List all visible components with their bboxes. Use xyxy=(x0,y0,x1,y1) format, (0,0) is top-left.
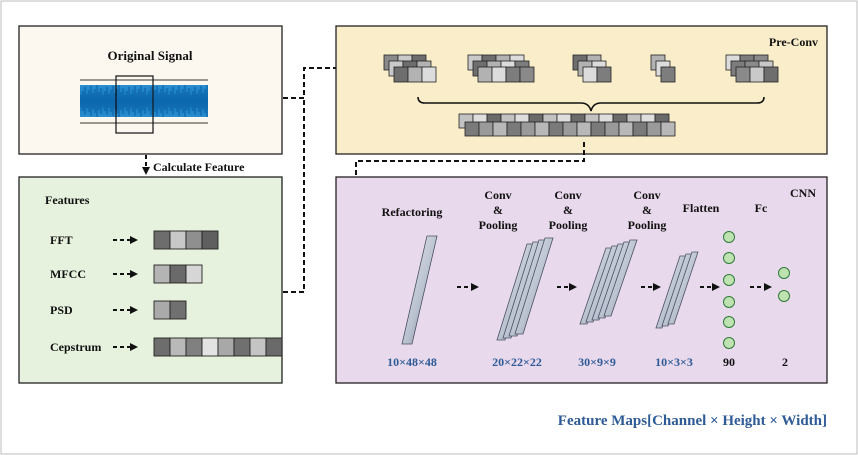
pre-conv-block-stack xyxy=(650,54,676,83)
feature-row: FFT xyxy=(50,230,219,250)
pre-conv-block-stack xyxy=(383,54,437,83)
feature-cell xyxy=(201,230,219,250)
feature-cell xyxy=(217,337,235,357)
feature-cell xyxy=(153,337,171,357)
cnn-stage-label: Pooling xyxy=(549,218,588,232)
pre-conv-panel: Pre-Conv xyxy=(335,25,828,155)
flatten-node xyxy=(723,252,735,264)
preconv-to-cnn-connector xyxy=(355,142,585,290)
features-to-preconv-connector xyxy=(283,98,305,293)
cnn-stage-label: Refactoring xyxy=(382,205,443,219)
original-signal-panel: Original Signal xyxy=(18,25,283,155)
cnn-stage-flatten: Flatten 90 xyxy=(683,201,735,369)
pre-conv-blocks xyxy=(383,54,779,83)
feature-cell xyxy=(233,337,251,357)
cnn-stages: Refactoring10×48×48Conv&Pooling20×22×22C… xyxy=(382,188,790,369)
signal-to-preconv-connector xyxy=(283,64,362,99)
pre-conv-block-stack xyxy=(467,54,535,83)
feature-name: MFCC xyxy=(50,267,86,281)
features-title: Features xyxy=(45,193,90,207)
feature-cell xyxy=(153,264,171,284)
feature-row: PSD xyxy=(50,300,187,320)
cnn-stage-dims: 10×48×48 xyxy=(387,355,437,369)
feature-row: Cepstrum xyxy=(50,337,283,357)
signal-window xyxy=(115,75,154,134)
cnn-stage-dims: 90 xyxy=(723,355,735,369)
cnn-stage-conv2: Conv&Pooling 30×9×9 xyxy=(549,188,638,369)
cnn-stage-label: Flatten xyxy=(683,201,720,215)
pre-conv-block-stack xyxy=(572,54,612,83)
calculate-feature-label: Calculate Feature xyxy=(153,160,245,174)
cnn-stage-label: Fc xyxy=(755,201,768,215)
feature-cell xyxy=(201,337,219,357)
cnn-stage-label: Conv xyxy=(484,188,511,202)
feature-cell xyxy=(185,264,203,284)
feature-cell xyxy=(185,230,203,250)
feature-cell xyxy=(249,337,267,357)
pre-conv-block-stack xyxy=(725,54,779,83)
cnn-stage-conv1: Conv&Pooling 20×22×22 xyxy=(479,188,554,369)
flatten-node xyxy=(723,274,735,286)
feature-cell xyxy=(169,300,187,320)
cnn-stage-fc: Fc 2 xyxy=(755,201,790,369)
feature-cell xyxy=(185,337,203,357)
flatten-node xyxy=(723,316,735,328)
feature-cell xyxy=(153,300,171,320)
flatten-node xyxy=(723,296,735,308)
pre-conv-title: Pre-Conv xyxy=(769,35,818,49)
cnn-title: CNN xyxy=(790,186,816,200)
flatten-node xyxy=(723,337,735,349)
flatten-node xyxy=(723,231,735,243)
feature-cell xyxy=(169,264,187,284)
cnn-stage-label: Pooling xyxy=(479,218,518,232)
feature-cell xyxy=(169,337,187,357)
feature-cell xyxy=(153,230,171,250)
cnn-stage-refactoring: Refactoring 10×48×48 xyxy=(382,205,443,369)
signal-waveform xyxy=(80,85,208,117)
fc-node xyxy=(778,267,790,279)
cnn-stage-label: & xyxy=(563,203,573,217)
cnn-stage-label: Conv xyxy=(554,188,581,202)
cnn-stage-label: Conv xyxy=(633,188,660,202)
feature-row: MFCC xyxy=(50,264,203,284)
cnn-panel: CNN Refactoring10×48×48Conv&Pooling20×22… xyxy=(335,176,828,384)
cnn-stage-label: & xyxy=(493,203,503,217)
feature-maps-caption: Feature Maps[Channel × Height × Width] xyxy=(558,413,827,429)
feature-name: Cepstrum xyxy=(50,340,101,354)
pre-conv-merged-block xyxy=(458,113,676,137)
feature-name: PSD xyxy=(50,303,73,317)
cnn-stage-label: Pooling xyxy=(628,218,667,232)
features-panel: Features FFT MFCC PSD Cepstrum xyxy=(18,176,283,384)
feature-name: FFT xyxy=(50,233,73,247)
original-signal-title: Original Signal xyxy=(108,48,193,63)
fc-node xyxy=(778,290,790,302)
feature-cell xyxy=(265,337,283,357)
feature-cell xyxy=(169,230,187,250)
cnn-stage-dims: 2 xyxy=(782,355,788,369)
cnn-stage-label: & xyxy=(642,203,652,217)
cnn-stage-dims: 30×9×9 xyxy=(578,355,616,369)
pre-conv-brace xyxy=(417,96,765,112)
cnn-stage-conv3: Conv&Pooling 10×3×3 xyxy=(628,188,699,369)
cnn-stage-dims: 10×3×3 xyxy=(655,355,693,369)
cnn-stage-dims: 20×22×22 xyxy=(492,355,542,369)
